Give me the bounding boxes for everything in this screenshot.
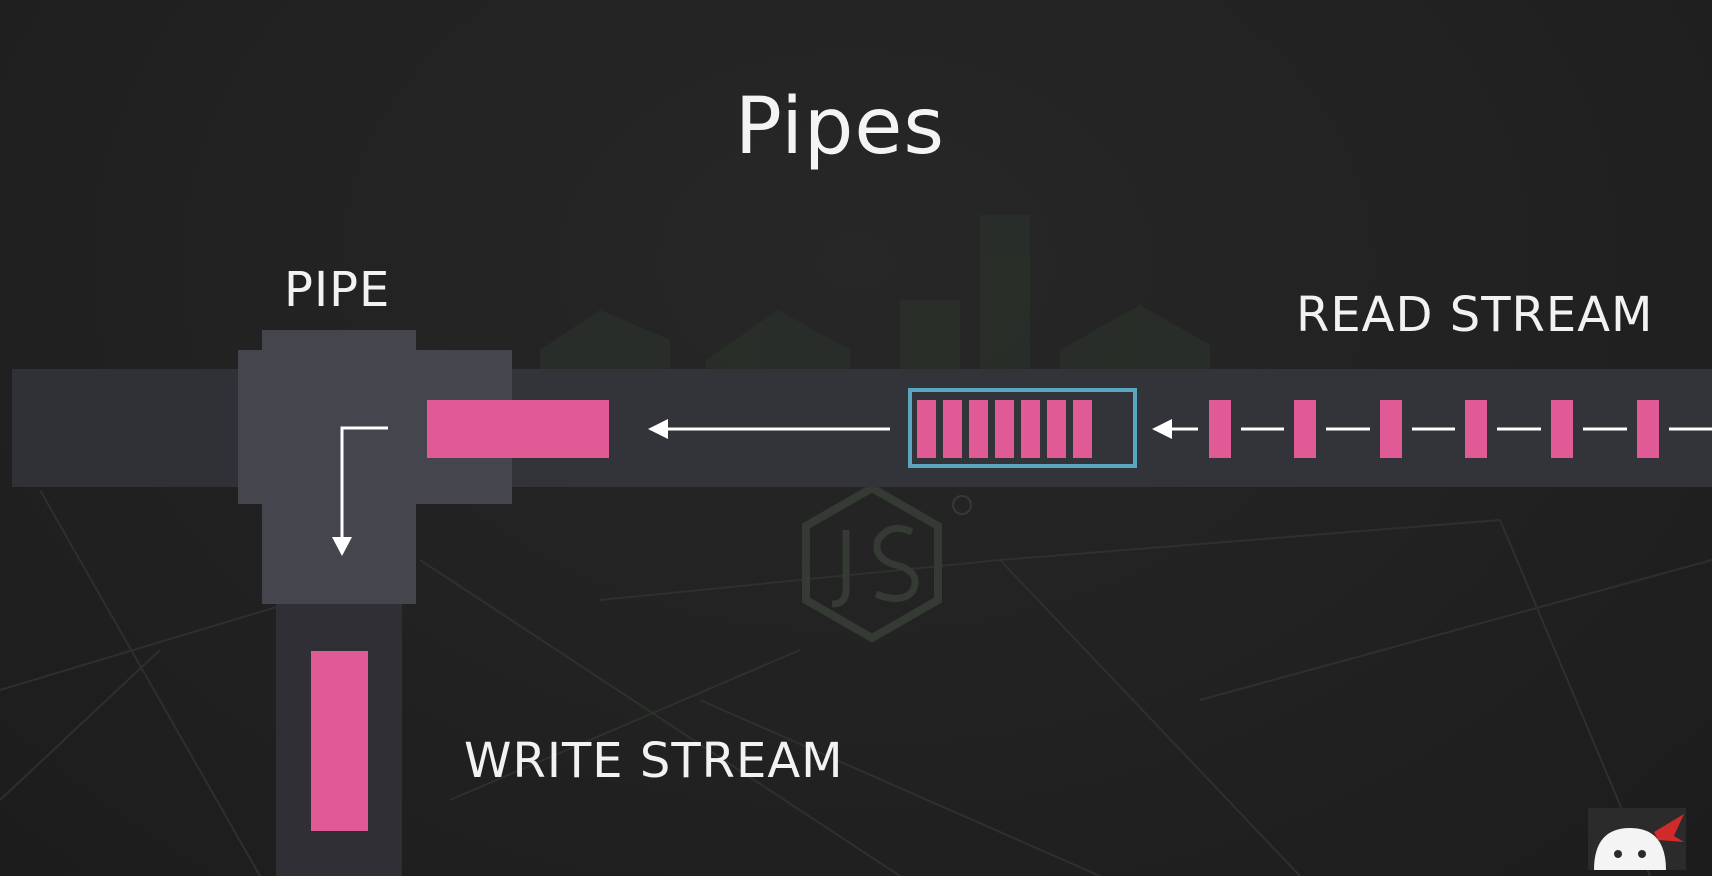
buffer-chunk (1021, 400, 1040, 458)
incoming-chunk (1380, 400, 1402, 458)
buffer-chunk (917, 400, 936, 458)
buffer-chunk (1047, 400, 1066, 458)
buffer-chunk (995, 400, 1014, 458)
buffer-chunk (1073, 400, 1092, 458)
piped-data-block (427, 400, 609, 458)
left-arrow-head (1152, 419, 1172, 439)
incoming-chunk (1637, 400, 1659, 458)
write-stream-data-block (311, 651, 368, 831)
channel-logo-icon (1588, 808, 1686, 870)
buffer-chunk (943, 400, 962, 458)
incoming-chunk (1209, 400, 1231, 458)
nodejs-logo-icon (802, 483, 942, 643)
incoming-chunk (1551, 400, 1573, 458)
left-arrow-head (648, 419, 668, 439)
pipe-label: PIPE (284, 262, 391, 318)
buffer-chunk (969, 400, 988, 458)
slide-title: Pipes (734, 82, 946, 172)
down-arrow-head (332, 537, 352, 556)
pipe-bend-arrow-line (340, 426, 388, 542)
read-stream-label: READ STREAM (1296, 287, 1654, 343)
incoming-chunk (1465, 400, 1487, 458)
pipe-left-segment (12, 369, 238, 487)
incoming-chunk (1294, 400, 1316, 458)
buffer-box (908, 388, 1137, 468)
write-stream-label: WRITE STREAM (464, 733, 844, 789)
